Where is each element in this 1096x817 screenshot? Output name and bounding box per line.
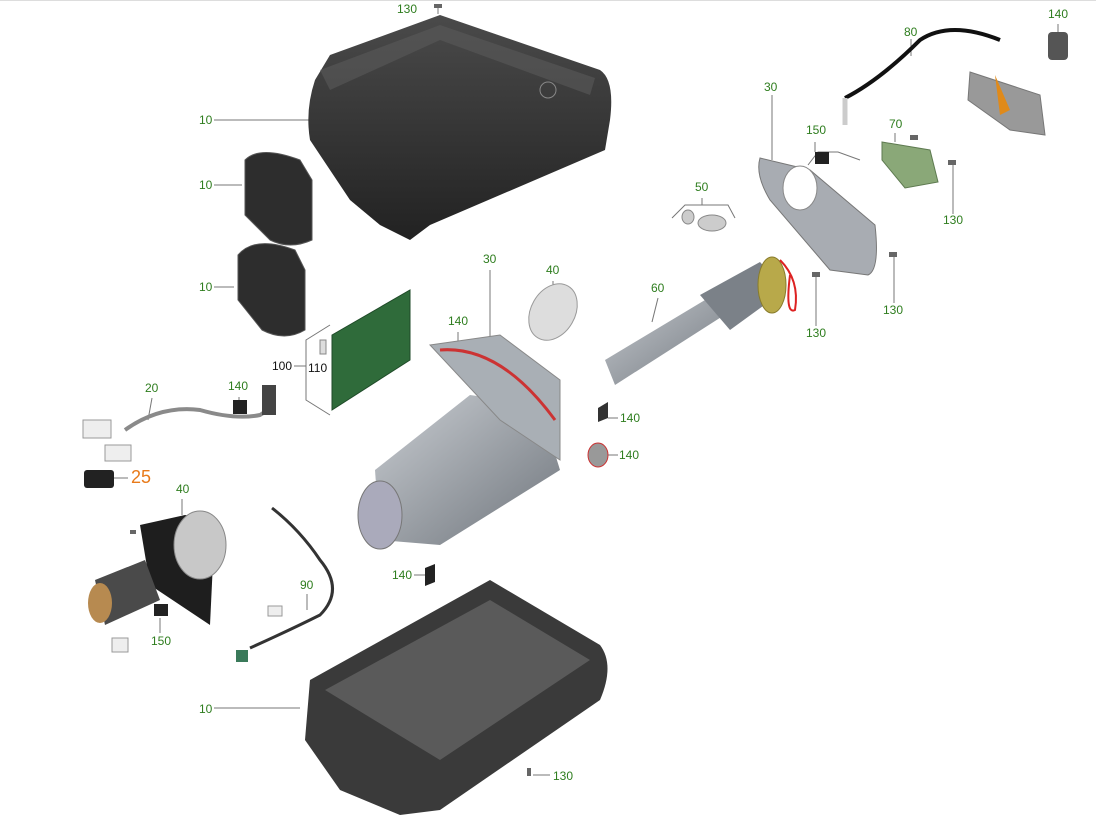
part-label: 140 xyxy=(228,379,249,393)
leader-lines xyxy=(110,8,1059,776)
part-label: 130 xyxy=(806,326,827,340)
part-label: 90 xyxy=(300,578,314,592)
heat-exchanger xyxy=(357,334,609,586)
wire-harness xyxy=(82,385,276,462)
part-label: 140 xyxy=(620,411,641,425)
screws xyxy=(130,4,956,776)
part-label: 10 xyxy=(199,702,213,716)
part-label: 80 xyxy=(904,25,918,39)
part-label: 20 xyxy=(145,381,159,395)
part-label: 150 xyxy=(151,634,172,648)
part-label: 140 xyxy=(392,568,413,582)
part-label: 50 xyxy=(695,180,709,194)
air-grilles xyxy=(237,152,313,337)
circuit-board xyxy=(319,289,411,411)
bottom-housing xyxy=(305,580,608,815)
fuel-pump-assembly xyxy=(967,71,1046,136)
part-label: 10 xyxy=(199,113,213,127)
part-label: 70 xyxy=(889,117,903,131)
top-housing xyxy=(308,15,612,240)
part-label: 130 xyxy=(397,2,418,16)
part-label: 140 xyxy=(1048,7,1069,21)
part-label: 60 xyxy=(651,281,665,295)
part-label: 130 xyxy=(943,213,964,227)
cover-140 xyxy=(1048,32,1068,60)
part-label: 30 xyxy=(483,252,497,266)
wire-harness-90 xyxy=(236,506,334,662)
part-label: 10 xyxy=(199,178,213,192)
part-label: 40 xyxy=(546,263,560,277)
combustion-fan xyxy=(528,283,578,341)
part-label: 130 xyxy=(883,303,904,317)
part-label: 100 xyxy=(272,359,293,373)
part-label: 140 xyxy=(448,314,469,328)
part-label: 110 xyxy=(308,361,328,375)
control-module-70 xyxy=(881,141,939,189)
part-label: 30 xyxy=(764,80,778,94)
part-label: 40 xyxy=(176,482,190,496)
burner-tube xyxy=(605,256,797,385)
part-label: 25 xyxy=(131,467,152,487)
top-border xyxy=(0,0,1096,1)
flange-plate xyxy=(758,157,877,276)
blower-motor xyxy=(88,510,227,653)
part-label: 140 xyxy=(619,448,640,462)
flange-plate-hole xyxy=(782,165,818,211)
connector-25 xyxy=(84,470,114,488)
part-label: 150 xyxy=(806,123,827,137)
glow-plug-set xyxy=(681,209,727,232)
cable-80 xyxy=(842,28,1001,125)
sensor-150 xyxy=(815,152,829,164)
part-label: 10 xyxy=(199,280,213,294)
part-label: 130 xyxy=(553,769,574,783)
